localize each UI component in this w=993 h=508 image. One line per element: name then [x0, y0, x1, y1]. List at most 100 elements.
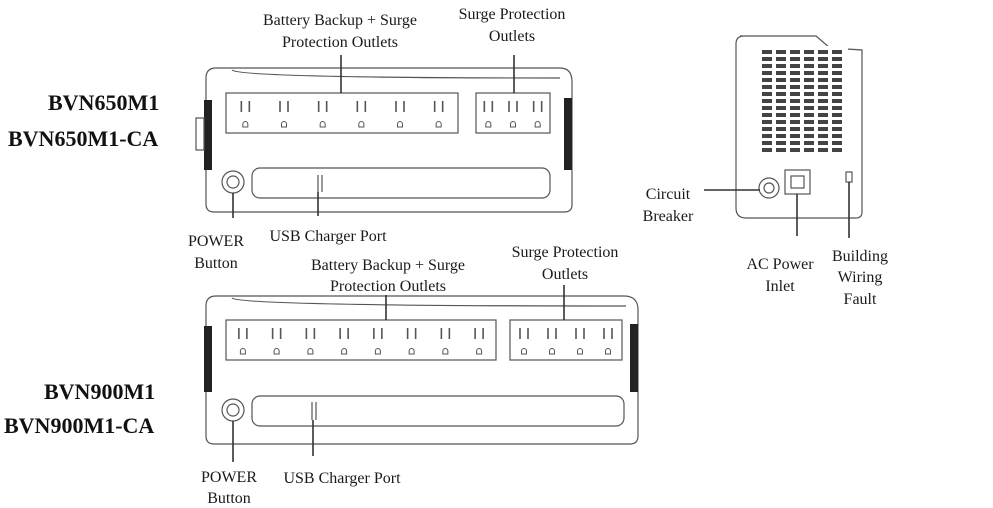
vent-slot [818, 113, 828, 117]
vent-slot [790, 134, 800, 138]
vent-slot [832, 85, 842, 89]
vent-slot [818, 99, 828, 103]
outlet-ground [510, 121, 516, 128]
vent-slot [818, 71, 828, 75]
top-unit-body [205, 67, 573, 213]
outlet-ground [341, 348, 348, 355]
vent-slot [762, 85, 772, 89]
outlet-ground [358, 121, 365, 128]
bottom-power-button[interactable] [221, 398, 245, 422]
top-surge-outlet[interactable] [532, 101, 543, 128]
vent-slot [832, 134, 842, 138]
vent-slot [776, 120, 786, 124]
vent-slot [762, 148, 772, 152]
vent-slot [804, 99, 814, 103]
top-battery-outlet[interactable] [240, 101, 251, 128]
vent-slot [790, 120, 800, 124]
vent-slot [776, 78, 786, 82]
vent-slot [804, 113, 814, 117]
outlet-ground [577, 348, 583, 355]
bottom-model-name-ca: BVN900M1-CA [4, 413, 154, 438]
top-model-name: BVN650M1 [48, 90, 159, 115]
vent-slot [804, 71, 814, 75]
bottom-surge-outlet[interactable] [547, 328, 557, 355]
bottom-battery-outlet[interactable] [339, 328, 349, 355]
vent-slot [762, 57, 772, 61]
vent-slot [818, 148, 828, 152]
top-usb-panel [251, 167, 551, 199]
vent-slot [762, 127, 772, 131]
bottom-battery-outlet[interactable] [373, 328, 383, 355]
top-battery-outlet[interactable] [317, 101, 328, 128]
outlet-ground [442, 348, 449, 355]
outlet-ground [408, 348, 415, 355]
bottom-power-label-1: POWER [201, 469, 257, 486]
bottom-surge-label-2: Outlets [542, 266, 588, 283]
vent-slot [804, 106, 814, 110]
vent-slot [832, 71, 842, 75]
bottom-surge-label-1: Surge Protection [512, 244, 619, 261]
outlet-ground [435, 121, 442, 128]
bottom-usb-panel [251, 395, 625, 427]
vent-slot [776, 148, 786, 152]
vent-slot [762, 71, 772, 75]
vent-slot [818, 50, 828, 54]
vent-slot [790, 127, 800, 131]
top-surge-label-1: Surge Protection [459, 6, 566, 23]
vent-slot [832, 64, 842, 68]
bottom-unit-body [205, 295, 639, 445]
ac-power-inlet [784, 169, 811, 195]
bottom-battery-outlet[interactable] [474, 328, 484, 355]
vent-slot [832, 148, 842, 152]
bottom-battery-outlet[interactable] [440, 328, 451, 355]
vent-slot [832, 57, 842, 61]
vent-slot [790, 141, 800, 145]
top-power-icon [226, 175, 240, 189]
vent-slot [762, 120, 772, 124]
top-power-button[interactable] [221, 170, 245, 194]
vent-slot [776, 127, 786, 131]
top-surge-outlet-panel [475, 92, 551, 134]
top-power-label-2: Button [194, 255, 238, 272]
top-battery-outlet[interactable] [356, 101, 367, 128]
top-usb-port[interactable] [317, 175, 323, 192]
top-battery-outlet[interactable] [433, 101, 444, 128]
vent-slot [804, 64, 814, 68]
top-surge-outlet[interactable] [483, 101, 494, 128]
top-surge-outlet[interactable] [508, 101, 518, 128]
bottom-usb-port[interactable] [311, 402, 317, 420]
vent-slot [790, 71, 800, 75]
circuit-breaker[interactable] [758, 177, 780, 199]
bottom-battery-outlet[interactable] [271, 328, 282, 355]
vent-slot [832, 127, 842, 131]
fault-label-3: Fault [844, 291, 877, 308]
bottom-battery-outlets [238, 328, 484, 355]
bottom-unit-top-edge [231, 297, 627, 307]
vent-slot [832, 50, 842, 54]
bottom-surge-outlet-panel [509, 319, 623, 361]
vent-slot [790, 50, 800, 54]
vent-slot [790, 113, 800, 117]
vent-slot [832, 113, 842, 117]
top-battery-outlet[interactable] [395, 101, 405, 128]
outlet-ground [605, 348, 611, 355]
circuit-breaker-knob [763, 182, 775, 194]
top-battery-outlet[interactable] [279, 101, 289, 128]
bottom-battery-outlet[interactable] [238, 328, 248, 355]
vent-slot [790, 92, 800, 96]
bottom-surge-outlet[interactable] [575, 328, 585, 355]
vent-slot [818, 57, 828, 61]
vent-slot [832, 120, 842, 124]
outlet-ground [273, 348, 280, 355]
vent-slot [832, 78, 842, 82]
bottom-battery-outlet[interactable] [305, 328, 316, 355]
bottom-surge-outlet[interactable] [519, 328, 529, 355]
circuit-label-2: Breaker [643, 208, 694, 225]
bottom-unit: BVN900M1 BVN900M1-CA Battery Backup + Su… [4, 244, 639, 507]
bottom-battery-label-2: Protection Outlets [330, 278, 446, 295]
vent-slot [790, 64, 800, 68]
bottom-surge-outlet[interactable] [603, 328, 613, 355]
vent-slot [804, 50, 814, 54]
vent-slot [790, 106, 800, 110]
bottom-battery-outlet[interactable] [406, 328, 417, 355]
